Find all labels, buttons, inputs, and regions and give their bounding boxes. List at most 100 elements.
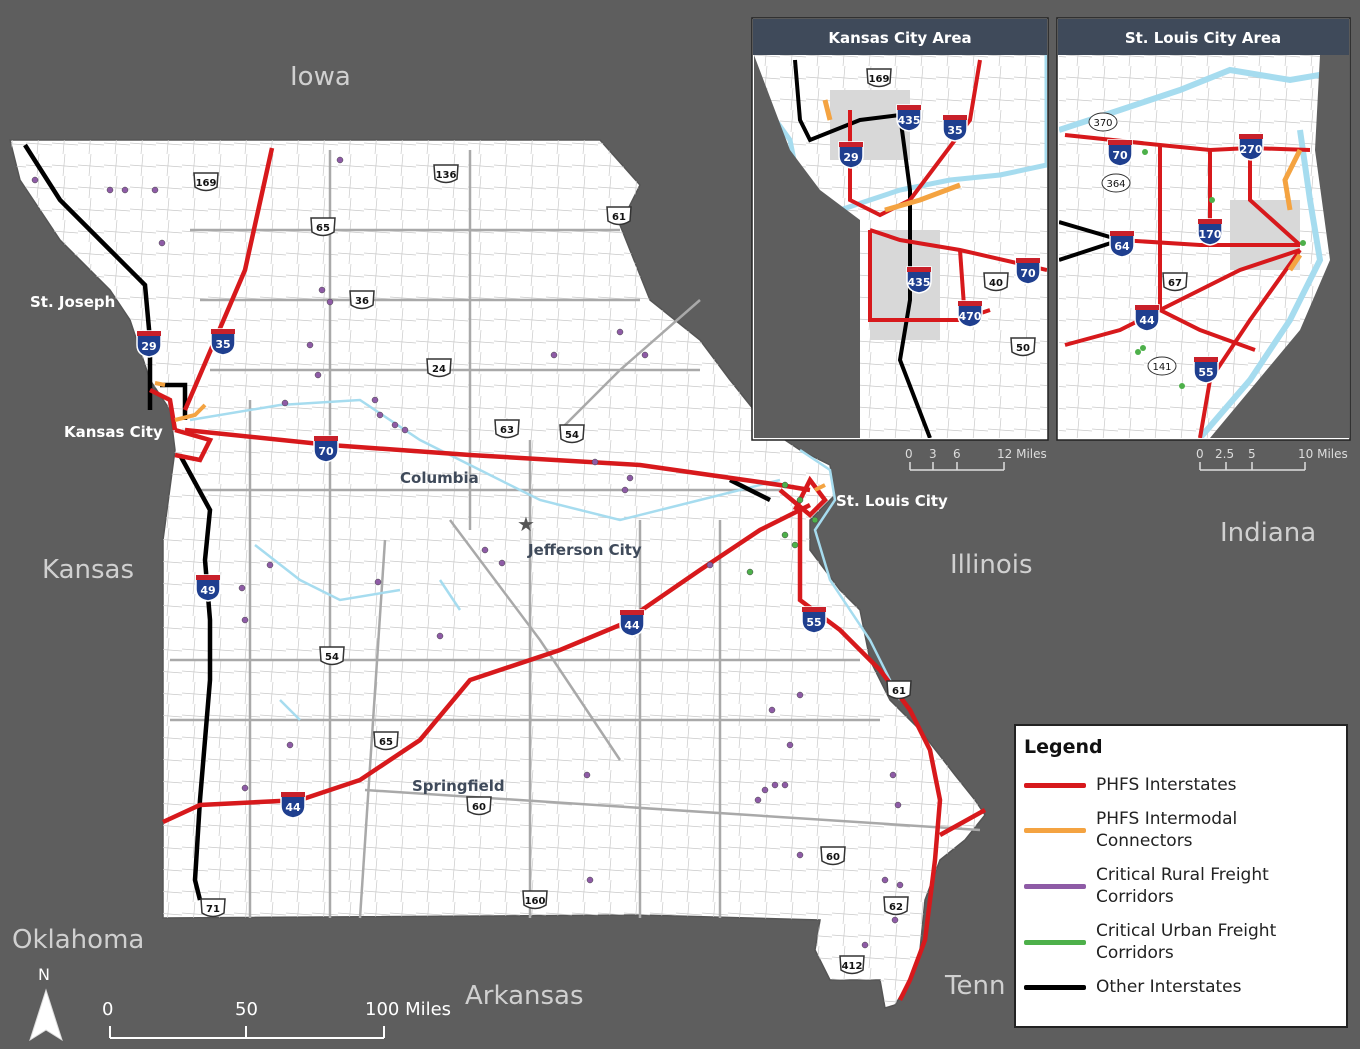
legend-label: PHFS Interstates [1096, 775, 1237, 795]
svg-text:63: 63 [500, 425, 514, 436]
us-highway-shield: 169 [866, 68, 892, 88]
svg-text:55: 55 [806, 616, 821, 629]
svg-text:40: 40 [989, 278, 1003, 289]
svg-text:60: 60 [472, 802, 486, 813]
svg-text:70: 70 [318, 445, 334, 458]
interstate-shield: 35 [210, 328, 236, 356]
interstate-shield: 470 [957, 300, 983, 328]
interstate-shield: 29 [136, 330, 162, 358]
svg-text:100 Miles: 100 Miles [365, 999, 451, 1020]
svg-text:67: 67 [1168, 278, 1182, 289]
interstate-shield: 270 [1238, 133, 1264, 161]
svg-text:35: 35 [215, 338, 230, 351]
us-highway-shield: 61 [886, 680, 912, 700]
legend-swatch [1024, 782, 1086, 788]
north-arrow-icon: N [29, 965, 63, 1042]
svg-text:169: 169 [869, 74, 890, 85]
us-highway-shield: 65 [310, 217, 336, 237]
us-highway-shield: 65 [373, 731, 399, 751]
st-louis-inset: St. Louis City Area 0 2.5 5 10 Miles [1056, 17, 1351, 471]
city-label: Kansas City [64, 423, 163, 441]
us-highway-shield: 71 [200, 898, 226, 918]
legend-swatch [1024, 984, 1086, 990]
svg-text:170: 170 [1199, 228, 1222, 241]
state-label: Kansas [42, 555, 134, 585]
legend-swatch [1024, 939, 1086, 945]
svg-text:370: 370 [1093, 118, 1112, 129]
svg-text:64: 64 [1114, 240, 1130, 253]
state-label: Iowa [290, 62, 351, 92]
svg-text:0: 0 [102, 999, 113, 1020]
us-highway-shield: 136 [433, 164, 459, 184]
rivers [189, 398, 902, 721]
interstate-shield: 170 [1197, 218, 1223, 246]
svg-text:44: 44 [285, 801, 301, 814]
intermodal-connectors [154, 381, 826, 492]
svg-text:36: 36 [355, 296, 369, 307]
interstate-shield: 55 [801, 606, 827, 634]
svg-text:0: 0 [1196, 447, 1204, 461]
city-labels: St. Joseph Kansas City Columbia Jefferso… [30, 293, 948, 795]
interstate-shield: 55 [1193, 356, 1219, 384]
svg-text:0: 0 [905, 447, 913, 461]
us-highway-shield: 67 [1162, 272, 1188, 292]
state-highways [170, 150, 981, 919]
svg-text:2.5: 2.5 [1215, 447, 1234, 461]
stl-scale-bar: 0 2.5 5 10 Miles [1196, 447, 1348, 471]
us-highway-shield: 60 [466, 796, 492, 816]
us-highway-shield: 60 [820, 846, 846, 866]
svg-text:35: 35 [947, 124, 962, 137]
legend-label: Critical Rural Freight Corridors [1096, 865, 1269, 907]
interstate-shield: 435 [896, 104, 922, 132]
interstate-shield: 44 [280, 791, 306, 819]
legend-item: Critical Urban Freight Corridors [1024, 920, 1338, 964]
urban-freight-corridors [746, 481, 819, 576]
svg-text:44: 44 [1139, 314, 1155, 327]
svg-text:49: 49 [200, 584, 215, 597]
legend-label: Critical Urban Freight Corridors [1096, 921, 1277, 963]
svg-text:12 Miles: 12 Miles [997, 447, 1047, 461]
svg-text:55: 55 [1198, 366, 1213, 379]
svg-text:60: 60 [826, 852, 840, 863]
interstate-shield: 44 [1134, 304, 1160, 332]
svg-text:470: 470 [959, 310, 982, 323]
phfs-interstates [148, 147, 987, 1002]
svg-text:N: N [38, 965, 50, 984]
svg-text:270: 270 [1240, 143, 1263, 156]
svg-text:50: 50 [1016, 343, 1030, 354]
city-label: St. Louis City [836, 492, 948, 510]
state-route-shield: 141 [1147, 356, 1177, 376]
interstate-shield: 64 [1109, 230, 1135, 258]
svg-text:44: 44 [624, 619, 640, 632]
svg-text:5: 5 [1248, 447, 1256, 461]
us-highway-shield: 50 [1010, 337, 1036, 357]
state-labels: Iowa Kansas Illinois Indiana Oklahoma Ar… [12, 62, 1316, 1011]
legend-item: PHFS Intermodal Connectors [1024, 808, 1338, 852]
svg-text:136: 136 [436, 170, 457, 181]
svg-text:65: 65 [316, 223, 330, 234]
interstate-shield: 29 [838, 141, 864, 169]
us-highway-shield: 61 [606, 206, 632, 226]
interstate-shield: 70 [313, 435, 339, 463]
us-highway-shield: 412 [839, 955, 865, 975]
svg-text:65: 65 [379, 737, 393, 748]
us-highway-shield: 169 [193, 172, 219, 192]
inset-title: Kansas City Area [828, 29, 971, 47]
svg-text:70: 70 [1112, 149, 1128, 162]
city-label: Jefferson City [527, 541, 642, 559]
svg-text:71: 71 [206, 904, 220, 915]
svg-text:50: 50 [235, 999, 258, 1020]
svg-text:435: 435 [898, 114, 921, 127]
kansas-city-inset: Kansas City Area 0 3 6 12 Miles 43535294… [751, 17, 1049, 471]
legend-title: Legend [1024, 736, 1103, 758]
svg-text:6: 6 [953, 447, 961, 461]
us-highway-shield: 40 [983, 272, 1009, 292]
city-label: Springfield [412, 777, 505, 795]
legend-swatch [1024, 883, 1086, 889]
legend-item: Other Interstates [1024, 976, 1338, 998]
us-highway-shield: 54 [319, 646, 345, 666]
city-label: St. Joseph [30, 293, 115, 311]
